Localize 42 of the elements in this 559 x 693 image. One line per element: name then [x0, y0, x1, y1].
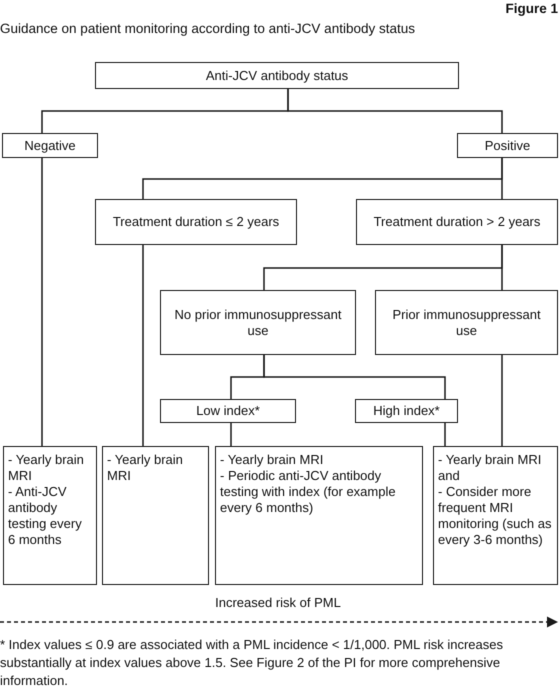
- decision-box: [160, 399, 296, 423]
- recommendation-box: [102, 446, 209, 585]
- recommendation-box: [215, 446, 423, 585]
- connector-line: [230, 423, 232, 446]
- decision-box: [356, 199, 558, 245]
- recommendation-item: - Periodic anti-JCV antibody testing with index (for example every 6 months): [220, 468, 397, 516]
- connector-line: [287, 89, 503, 133]
- recommendation-item: - Yearly brain MRI: [107, 452, 184, 484]
- box-text: Treatment duration ≤ 2 years: [112, 214, 280, 230]
- connector-line: [142, 245, 144, 446]
- recommendation-item: - Yearly brain MRI and: [438, 452, 542, 484]
- box-text: No prior immunosuppressant use: [174, 306, 342, 338]
- box-text: Negative: [24, 138, 76, 154]
- connector-line: [444, 423, 446, 446]
- connector-line: [41, 158, 43, 446]
- recommendation-box: [3, 446, 97, 585]
- box-text: Prior immunosuppressant use: [391, 306, 542, 338]
- decision-box: [95, 199, 297, 245]
- recommendation-box: [433, 446, 558, 585]
- decision-box: [355, 399, 458, 423]
- decision-box: [375, 290, 558, 355]
- recommendation-item: - Anti-JCV antibody testing every 6 months: [8, 484, 83, 548]
- connector-line: [263, 355, 446, 399]
- recommendation-item: - Yearly brain MRI: [220, 452, 324, 468]
- box-text: Anti-JCV antibody status: [206, 68, 348, 84]
- decision-box: [160, 290, 356, 355]
- connector-line: [501, 355, 503, 446]
- connector-line: [501, 158, 503, 199]
- recommendation-item: - Yearly brain MRI: [8, 452, 85, 484]
- decision-box: [95, 62, 459, 89]
- decision-box: [457, 133, 558, 158]
- arrow-label: Increased risk of PML: [215, 595, 341, 611]
- recommendation-item: - Consider more frequent MRI monitoring (such as every 3-6 months): [438, 484, 552, 548]
- figure-title: Guidance on patient monitoring according to anti-JCV antibody status: [0, 20, 415, 37]
- figure-number: Figure 1: [505, 1, 558, 17]
- box-text: Treatment duration > 2 years: [374, 214, 540, 230]
- box-text: Low index*: [196, 403, 260, 419]
- decision-box: [2, 133, 98, 158]
- connector-line: [501, 245, 503, 290]
- box-text: High index*: [373, 403, 440, 419]
- box-text: Positive: [484, 138, 530, 154]
- footnote: * Index values ≤ 0.9 are associated with a PML incidence < 1/1,000. PML risk increases substantially at index values above 1.5. See Figure 2 of the PI for more comprehensive information.: [0, 636, 504, 690]
